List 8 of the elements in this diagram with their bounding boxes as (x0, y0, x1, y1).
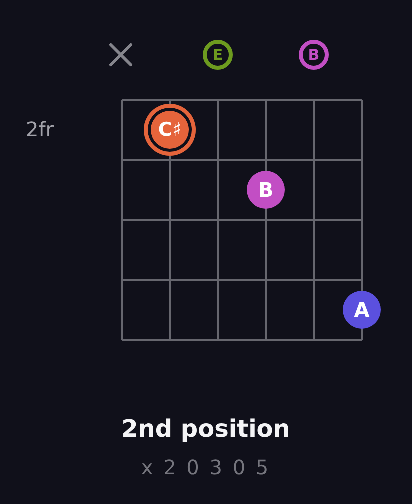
open-string-marker: B (299, 40, 329, 70)
chord-title: 2nd position (122, 416, 290, 444)
note-dot: A (343, 291, 381, 329)
fingering-code: x 2 0 3 0 5 (141, 456, 271, 480)
root-note-dot: C♯ (144, 104, 196, 156)
note-dot: B (247, 171, 285, 209)
open-string-marker: E (203, 40, 233, 70)
fret-number: 2fr (26, 118, 54, 142)
